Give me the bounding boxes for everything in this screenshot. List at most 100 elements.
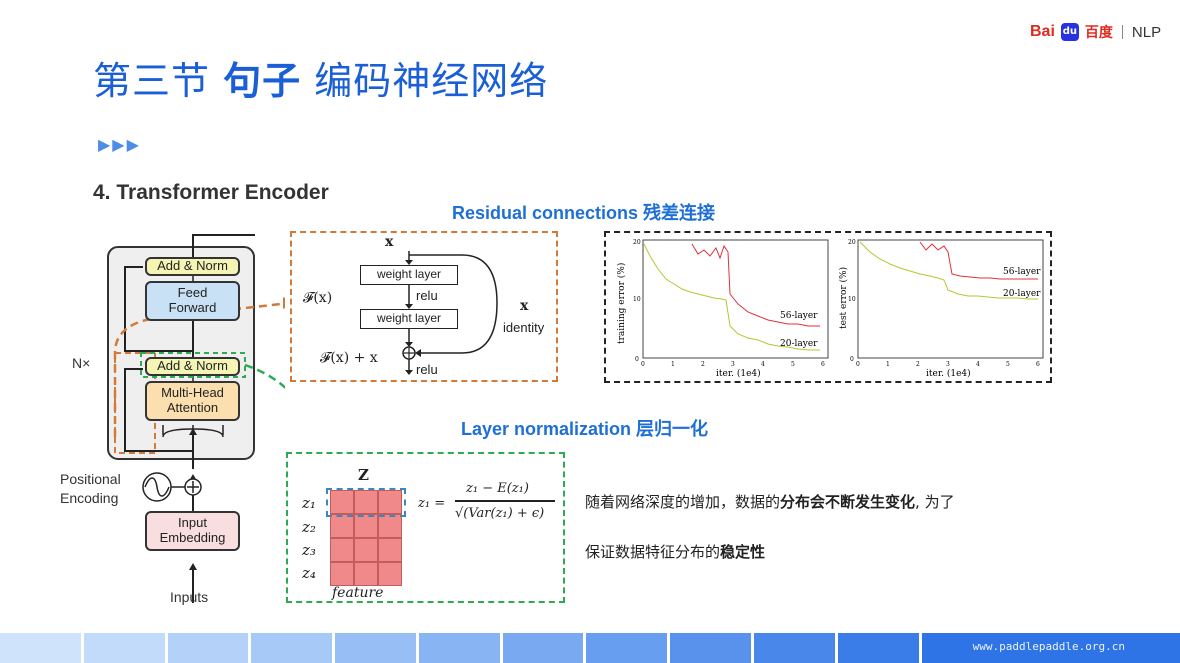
feature-label: feature [332,585,384,601]
residual-block-diagram [402,251,498,375]
right-xtick-4: 4 [976,361,980,368]
relu-out-label: relu [416,362,438,377]
right-xtick-2: 2 [916,361,920,368]
left-ytick-20: 20 [633,239,641,246]
z-matrix-label: Z [358,466,369,484]
fx-plus-x-label: 𝓕(x) + x [320,350,378,366]
residual-x-top: x [385,234,394,250]
logo-brand: Bai [1030,23,1055,40]
left-xtick-5: 5 [791,361,795,368]
weight-layer-2: weight layer [360,309,458,329]
matrix-cell [378,514,402,538]
row-label-z1: z₁ [302,494,316,512]
desc1-bold: 分布会不断发生变化 [780,493,916,511]
footer-bar [0,633,1180,663]
left-56-label: 56-layer [780,311,818,321]
logo-product: NLP [1131,23,1162,41]
left-56-layer-curve [691,243,820,327]
right-xtick-1: 1 [886,361,890,368]
right-xlabel: iter. (1e4) [926,368,971,379]
left-xtick-1: 1 [671,361,675,368]
right-plot-frame [857,239,1044,359]
right-56-label: 56-layer [1003,267,1041,277]
arrows-icon: ▶▶▶ [98,135,141,154]
left-xtick-2: 2 [701,361,705,368]
left-20-label: 20-layer [780,339,818,349]
matrix-cell [330,514,354,538]
section-subtitle: 4. Transformer Encoder [93,181,329,204]
matrix-cell [354,562,378,586]
output-line [192,234,255,257]
title-prefix: 第三节 [93,59,211,103]
inputs-label: Inputs [170,589,209,605]
left-ytick-0: 0 [635,356,639,363]
formula-denominator: √(Var(z₁) + ϵ) [455,506,545,521]
right-20-layer-curve [859,241,1038,300]
layernorm-heading: Layer normalization 层归一化 [461,419,709,439]
matrix-cell [354,490,378,514]
matrix-cell [354,538,378,562]
add-norm-top: Add & Norm [145,257,240,276]
right-20-label: 20-layer [1003,289,1041,299]
feed-forward-box: Feed Forward [145,281,240,321]
matrix-cell [378,562,402,586]
left-20-layer-curve [643,243,820,351]
matrix-cell [330,538,354,562]
desc2-pre: 保证数据特征分布的 [585,543,721,561]
nx-label: N× [72,355,91,371]
positional-encoding-label: Positional Encoding [60,471,121,506]
left-xtick-3: 3 [731,361,735,368]
left-xtick-4: 4 [761,361,765,368]
identity-x-label: x [520,298,529,314]
right-xtick-3: 3 [946,361,950,368]
right-xtick-5: 5 [1006,361,1010,368]
right-56-layer-curve [919,241,1038,280]
right-ytick-10: 10 [848,296,856,303]
footer-url: www.paddlepaddle.org.cn [972,640,1125,653]
description-line-2: 保证数据特征分布的稳定性 [585,541,765,562]
green-highlight [140,352,246,378]
right-ytick-20: 20 [848,239,856,246]
right-ytick-0: 0 [850,356,854,363]
row-label-z3: z₃ [302,541,316,559]
residual-heading: Residual connections 残差连接 [452,203,716,223]
add-norm-bottom: Add & Norm [145,357,240,376]
weight-layer-1: weight layer [360,265,458,285]
error-curves: 20 10 0 0 1 2 3 4 5 6 training error (%)… [616,239,1044,379]
row-label-z2: z₂ [302,518,316,536]
desc1-post: , 为了 [915,493,955,511]
title-bold: 句子 [223,59,302,103]
description-line-1: 随着网络深度的增加，数据的分布会不断发生变化, 为了 [585,491,955,512]
right-xtick-6: 6 [1036,361,1040,368]
fraction-bar [455,500,555,502]
input-embedding-box: Input Embedding [145,511,240,551]
baidu-logo: Bai du 百度 NLP [1030,20,1161,44]
matrix-cell [354,514,378,538]
left-ylabel: training error (%) [616,263,627,344]
fx-label: 𝓕(x) [303,290,333,306]
matrix-cell [378,538,402,562]
identity-label: identity [503,320,545,335]
multi-head-attention-box: Multi-Head Attention [145,381,240,421]
matrix-cell [330,490,354,514]
matrix-cell [330,562,354,586]
row-highlight [326,488,406,517]
layernorm-box [286,452,565,603]
title-suffix: 编码神经网络 [314,59,549,103]
formula-numerator: z₁ − E(z₁) [466,481,529,496]
left-ytick-10: 10 [633,296,641,303]
residual-box [290,231,558,382]
left-plot-frame [642,239,829,359]
row-label-z4: z₄ [302,564,316,582]
z-matrix-grid [330,490,402,586]
left-xlabel: iter. (1e4) [716,368,761,379]
desc2-bold: 稳定性 [720,543,766,561]
relu-mid-label: relu [416,288,438,303]
left-xtick-6: 6 [821,361,825,368]
error-plots-box [604,231,1052,383]
left-xtick-0: 0 [641,361,645,368]
right-xtick-0: 0 [856,361,860,368]
matrix-cell [378,490,402,514]
right-ylabel: test error (%) [838,267,849,329]
logo-divider [1121,25,1123,39]
